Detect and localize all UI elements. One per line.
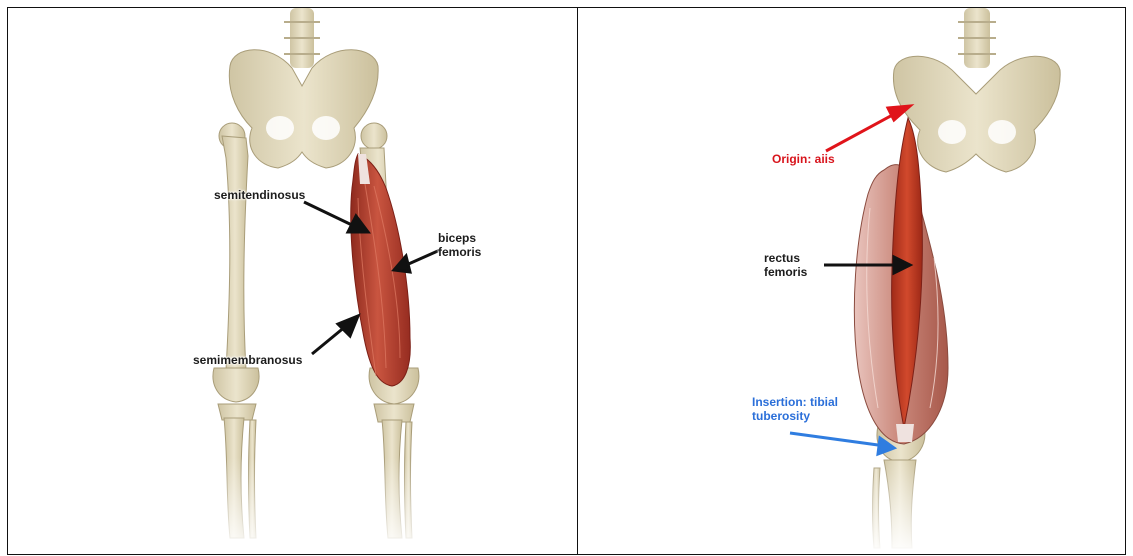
rectus-femoris-illustration [578, 8, 1126, 555]
rectus-femoris-panel: Origin: aiis rectus femoris Insertion: t… [577, 7, 1126, 555]
hamstrings-illustration [8, 8, 578, 555]
label-semimembranosus: semimembranosus [193, 353, 302, 367]
label-rectus-femoris-line1: rectus [764, 251, 800, 265]
label-semitendinosus: semitendinosus [214, 188, 305, 202]
label-origin: Origin: aiis [772, 152, 835, 166]
label-insertion-line1: Insertion: tibial [752, 395, 838, 409]
label-biceps-femoris-line1: biceps [438, 231, 476, 245]
hamstrings-panel: semitendinosus biceps femoris semimembra… [7, 7, 578, 555]
label-insertion-line2: tuberosity [752, 409, 810, 423]
label-biceps-femoris-line2: femoris [438, 245, 481, 259]
label-rectus-femoris-line2: femoris [764, 265, 807, 279]
